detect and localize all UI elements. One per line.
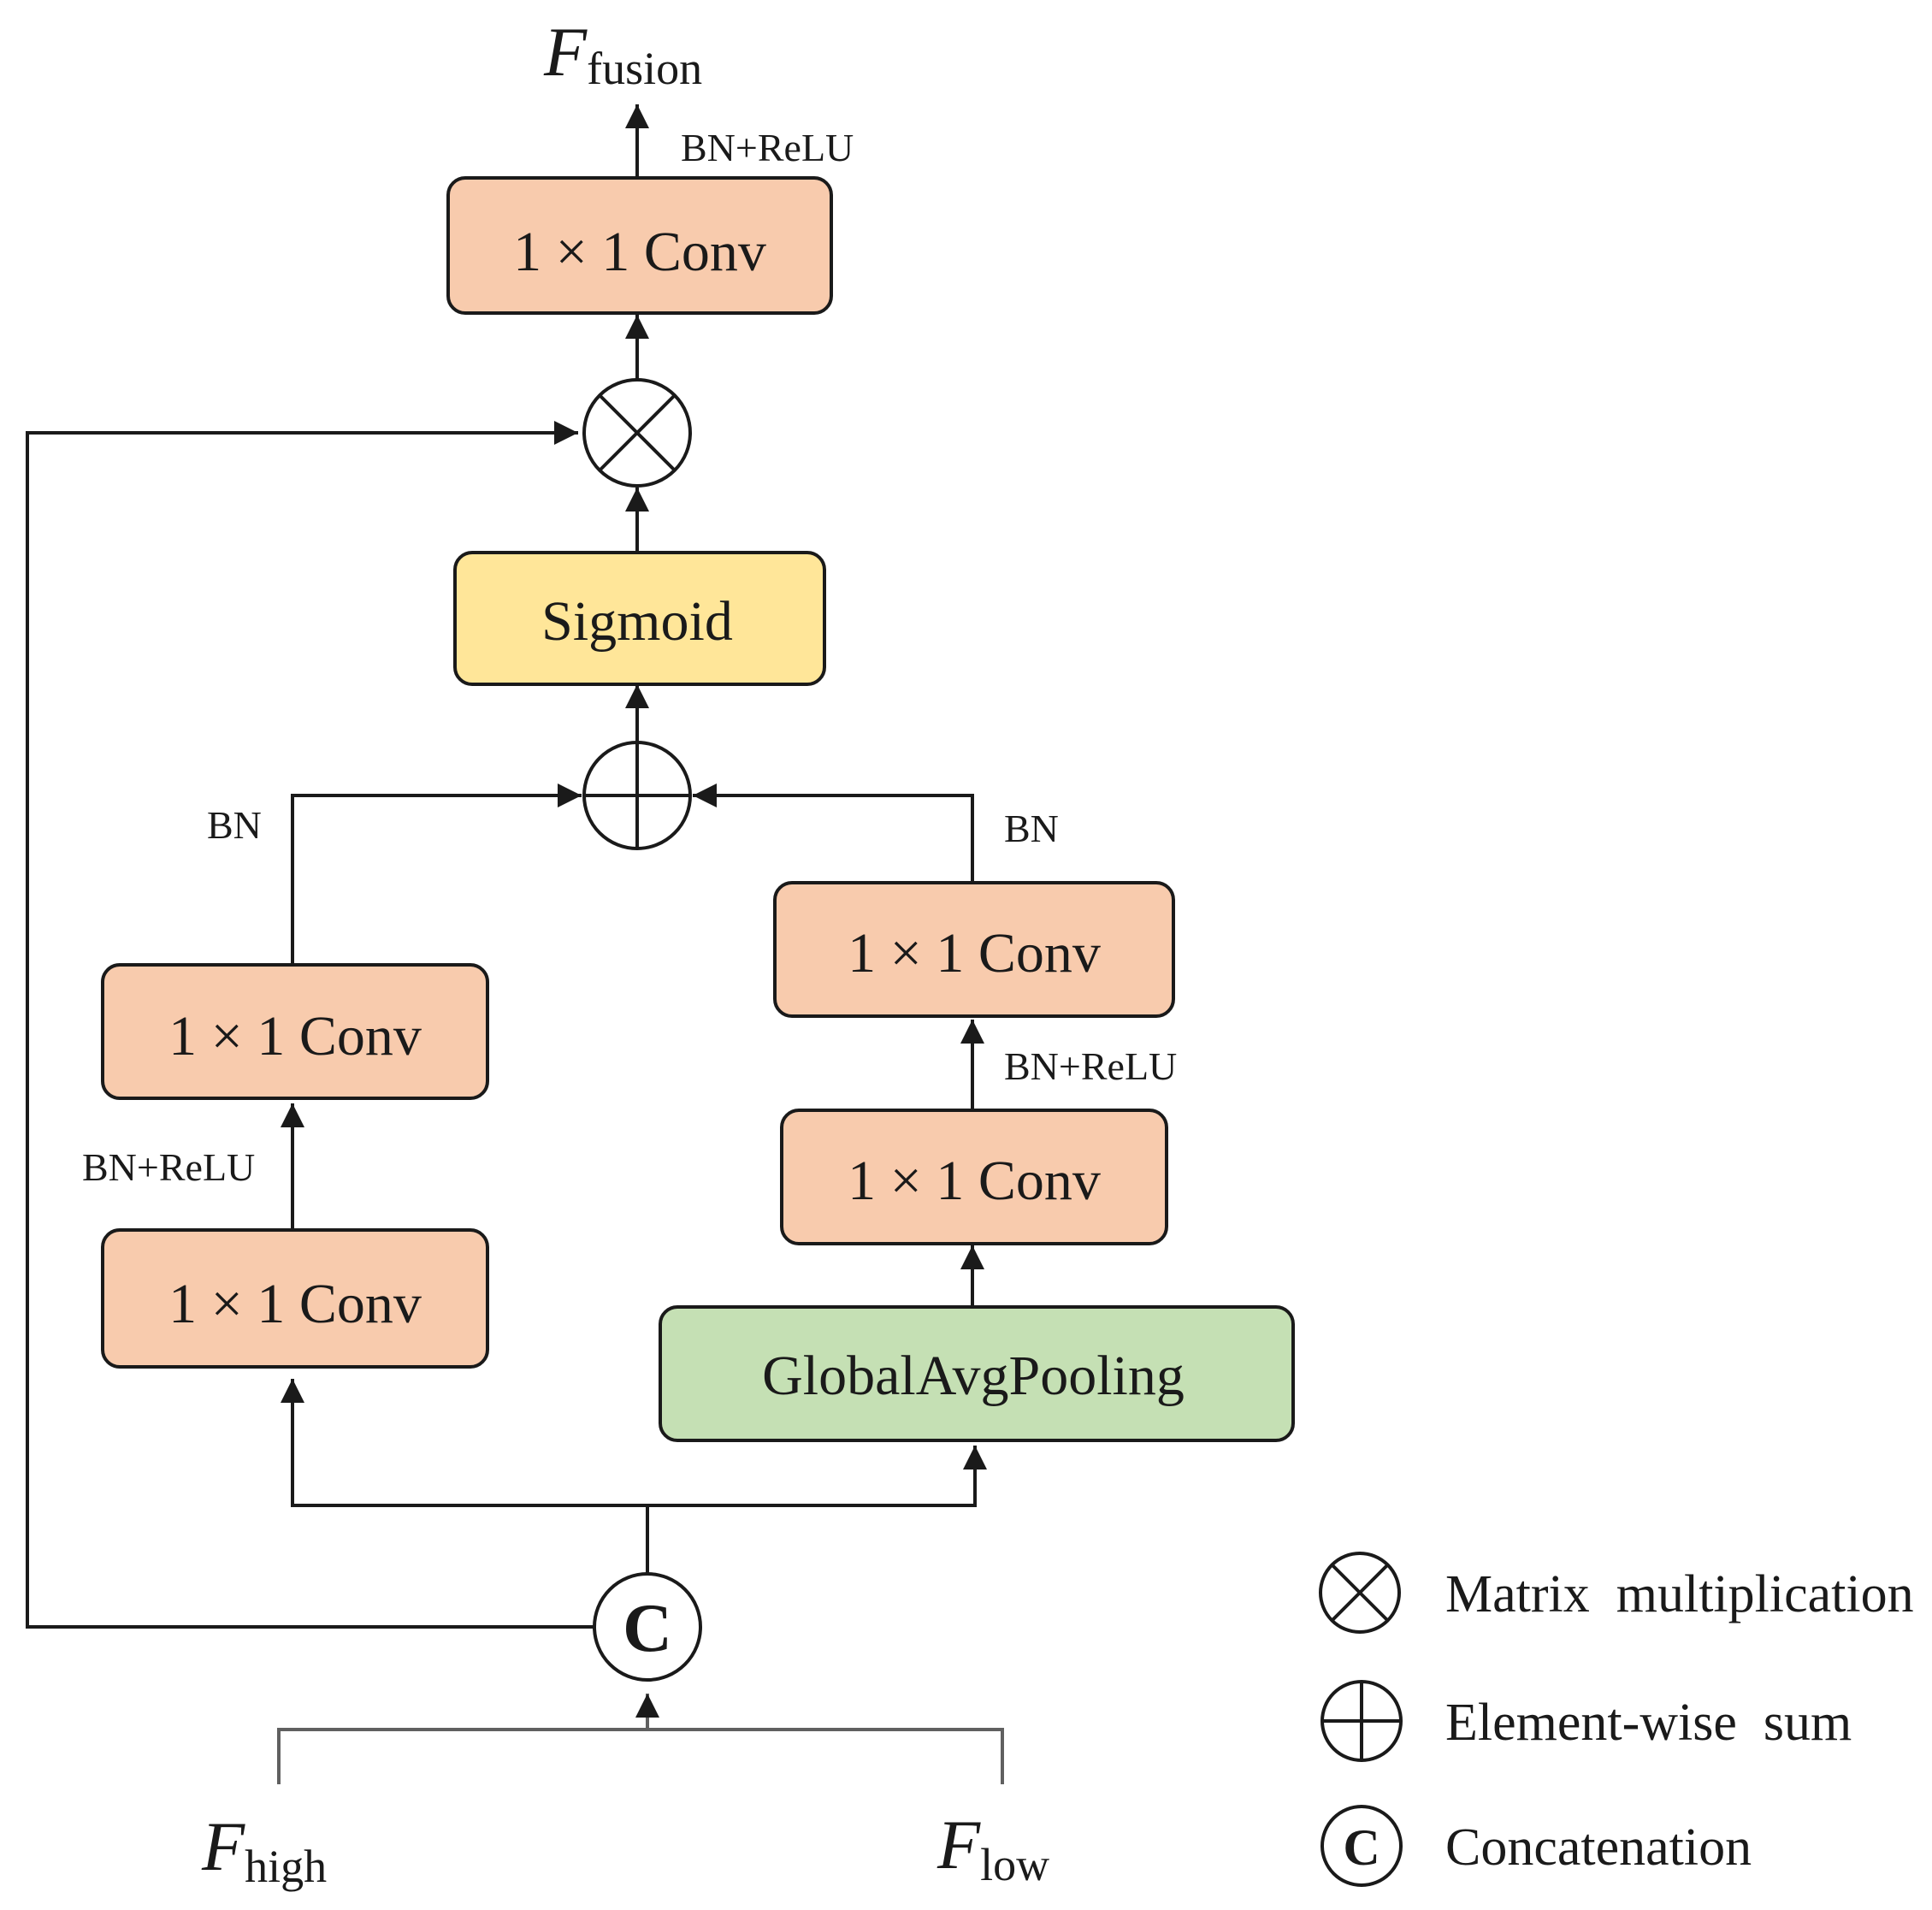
connectors bbox=[26, 104, 977, 1629]
legend-item-oplus: Element-wise sum bbox=[1320, 1680, 1852, 1762]
input-low-symbol: F bbox=[936, 1806, 981, 1883]
arrowhead-right-upper-conv bbox=[960, 1020, 984, 1044]
conv-right-upper-label: 1 × 1 Conv bbox=[848, 922, 1101, 985]
label-right-bn-relu: BN+ReLU bbox=[1004, 1044, 1177, 1088]
block-conv-left-lower: 1 × 1 Conv bbox=[101, 1228, 489, 1369]
otimes-icon bbox=[1319, 1552, 1401, 1634]
legend-label-oplus: Element-wise sum bbox=[1445, 1694, 1852, 1752]
block-conv-right-lower: 1 × 1 Conv bbox=[780, 1109, 1168, 1245]
label-left-bn-relu: BN+ReLU bbox=[82, 1145, 255, 1189]
legend-item-concat: C Concatenation bbox=[1320, 1805, 1752, 1887]
arrowhead-otimes bbox=[625, 488, 649, 512]
block-conv-left-upper: 1 × 1 Conv bbox=[101, 963, 489, 1100]
conv-left-lower-box bbox=[101, 1228, 489, 1369]
gap-box bbox=[659, 1305, 1295, 1442]
legend-item-otimes: Matrix multiplication bbox=[1319, 1552, 1914, 1634]
line-inputs-merge bbox=[277, 1728, 1004, 1784]
conv-right-lower-box bbox=[780, 1109, 1168, 1245]
arrowhead-right-lower-conv bbox=[960, 1245, 984, 1269]
conv-left-lower-label: 1 × 1 Conv bbox=[168, 1273, 422, 1335]
gap-label: GlobalAvgPooling bbox=[762, 1345, 1185, 1407]
label-left-bn: BN bbox=[207, 803, 262, 847]
input-high-label: Fhigh bbox=[201, 1807, 327, 1892]
conv-top-box bbox=[446, 176, 833, 315]
legend-label-otimes: Matrix multiplication bbox=[1445, 1565, 1914, 1623]
legend: Matrix multiplication Element-wise sum C… bbox=[1319, 1552, 1914, 1887]
otimes-cross-b bbox=[598, 393, 676, 472]
arrowhead-oplus-left bbox=[558, 784, 582, 807]
arrowhead-conv-top bbox=[625, 315, 649, 339]
arrowhead-left-upper-conv bbox=[281, 1103, 304, 1127]
label-top-bn-relu: BN+ReLU bbox=[681, 126, 854, 169]
arrowhead-sigmoid bbox=[625, 684, 649, 708]
concat-icon: C bbox=[1320, 1805, 1403, 1887]
arrowhead-concat bbox=[635, 1694, 659, 1718]
block-sigmoid: Sigmoid bbox=[453, 551, 826, 686]
conv-top-label: 1 × 1 Conv bbox=[513, 221, 766, 283]
otimes-node bbox=[582, 378, 692, 488]
output-fusion-symbol: F bbox=[543, 13, 588, 91]
conv-left-upper-label: 1 × 1 Conv bbox=[168, 1005, 422, 1067]
svg-text:C: C bbox=[1343, 1819, 1380, 1876]
input-high-subscript: high bbox=[245, 1841, 327, 1892]
arrowhead-gap bbox=[963, 1446, 987, 1469]
output-fusion-label: Ffusion bbox=[543, 13, 702, 94]
arrowhead-output bbox=[625, 104, 649, 128]
label-right-bn: BN bbox=[1004, 807, 1059, 850]
conv-left-upper-box bbox=[101, 963, 489, 1100]
sigmoid-label: Sigmoid bbox=[541, 590, 733, 653]
arrowhead-oplus-right bbox=[693, 784, 717, 807]
output-fusion-subscript: fusion bbox=[587, 43, 702, 94]
oplus-node bbox=[582, 741, 692, 850]
line-concat-to-left-branch bbox=[291, 1379, 649, 1579]
arrowheads bbox=[281, 104, 987, 1718]
concat-circle bbox=[593, 1572, 702, 1682]
block-gap: GlobalAvgPooling bbox=[659, 1305, 1295, 1442]
line-concat-to-gap bbox=[647, 1446, 977, 1507]
arrowhead-left-lower-conv bbox=[281, 1379, 304, 1403]
concat-symbol: C bbox=[623, 1591, 672, 1666]
input-low-subscript: low bbox=[980, 1839, 1049, 1890]
conv-right-upper-box bbox=[773, 881, 1175, 1018]
arrowhead-skip bbox=[554, 421, 578, 445]
conv-right-lower-label: 1 × 1 Conv bbox=[848, 1150, 1101, 1212]
block-conv-top: 1 × 1 Conv bbox=[446, 176, 833, 315]
line-left-branch-to-oplus bbox=[291, 794, 582, 964]
input-connectors bbox=[277, 1694, 1004, 1784]
sigmoid-box bbox=[453, 551, 826, 686]
concat-node: C bbox=[593, 1572, 702, 1682]
oplus-icon bbox=[1320, 1680, 1403, 1762]
input-high-symbol: F bbox=[201, 1807, 245, 1885]
legend-label-concat: Concatenation bbox=[1445, 1818, 1752, 1877]
line-right-branch-to-oplus bbox=[693, 794, 974, 881]
line-skip-to-otimes bbox=[26, 431, 595, 1629]
block-conv-right-upper: 1 × 1 Conv bbox=[773, 881, 1175, 1018]
input-low-label: Flow bbox=[936, 1806, 1049, 1890]
